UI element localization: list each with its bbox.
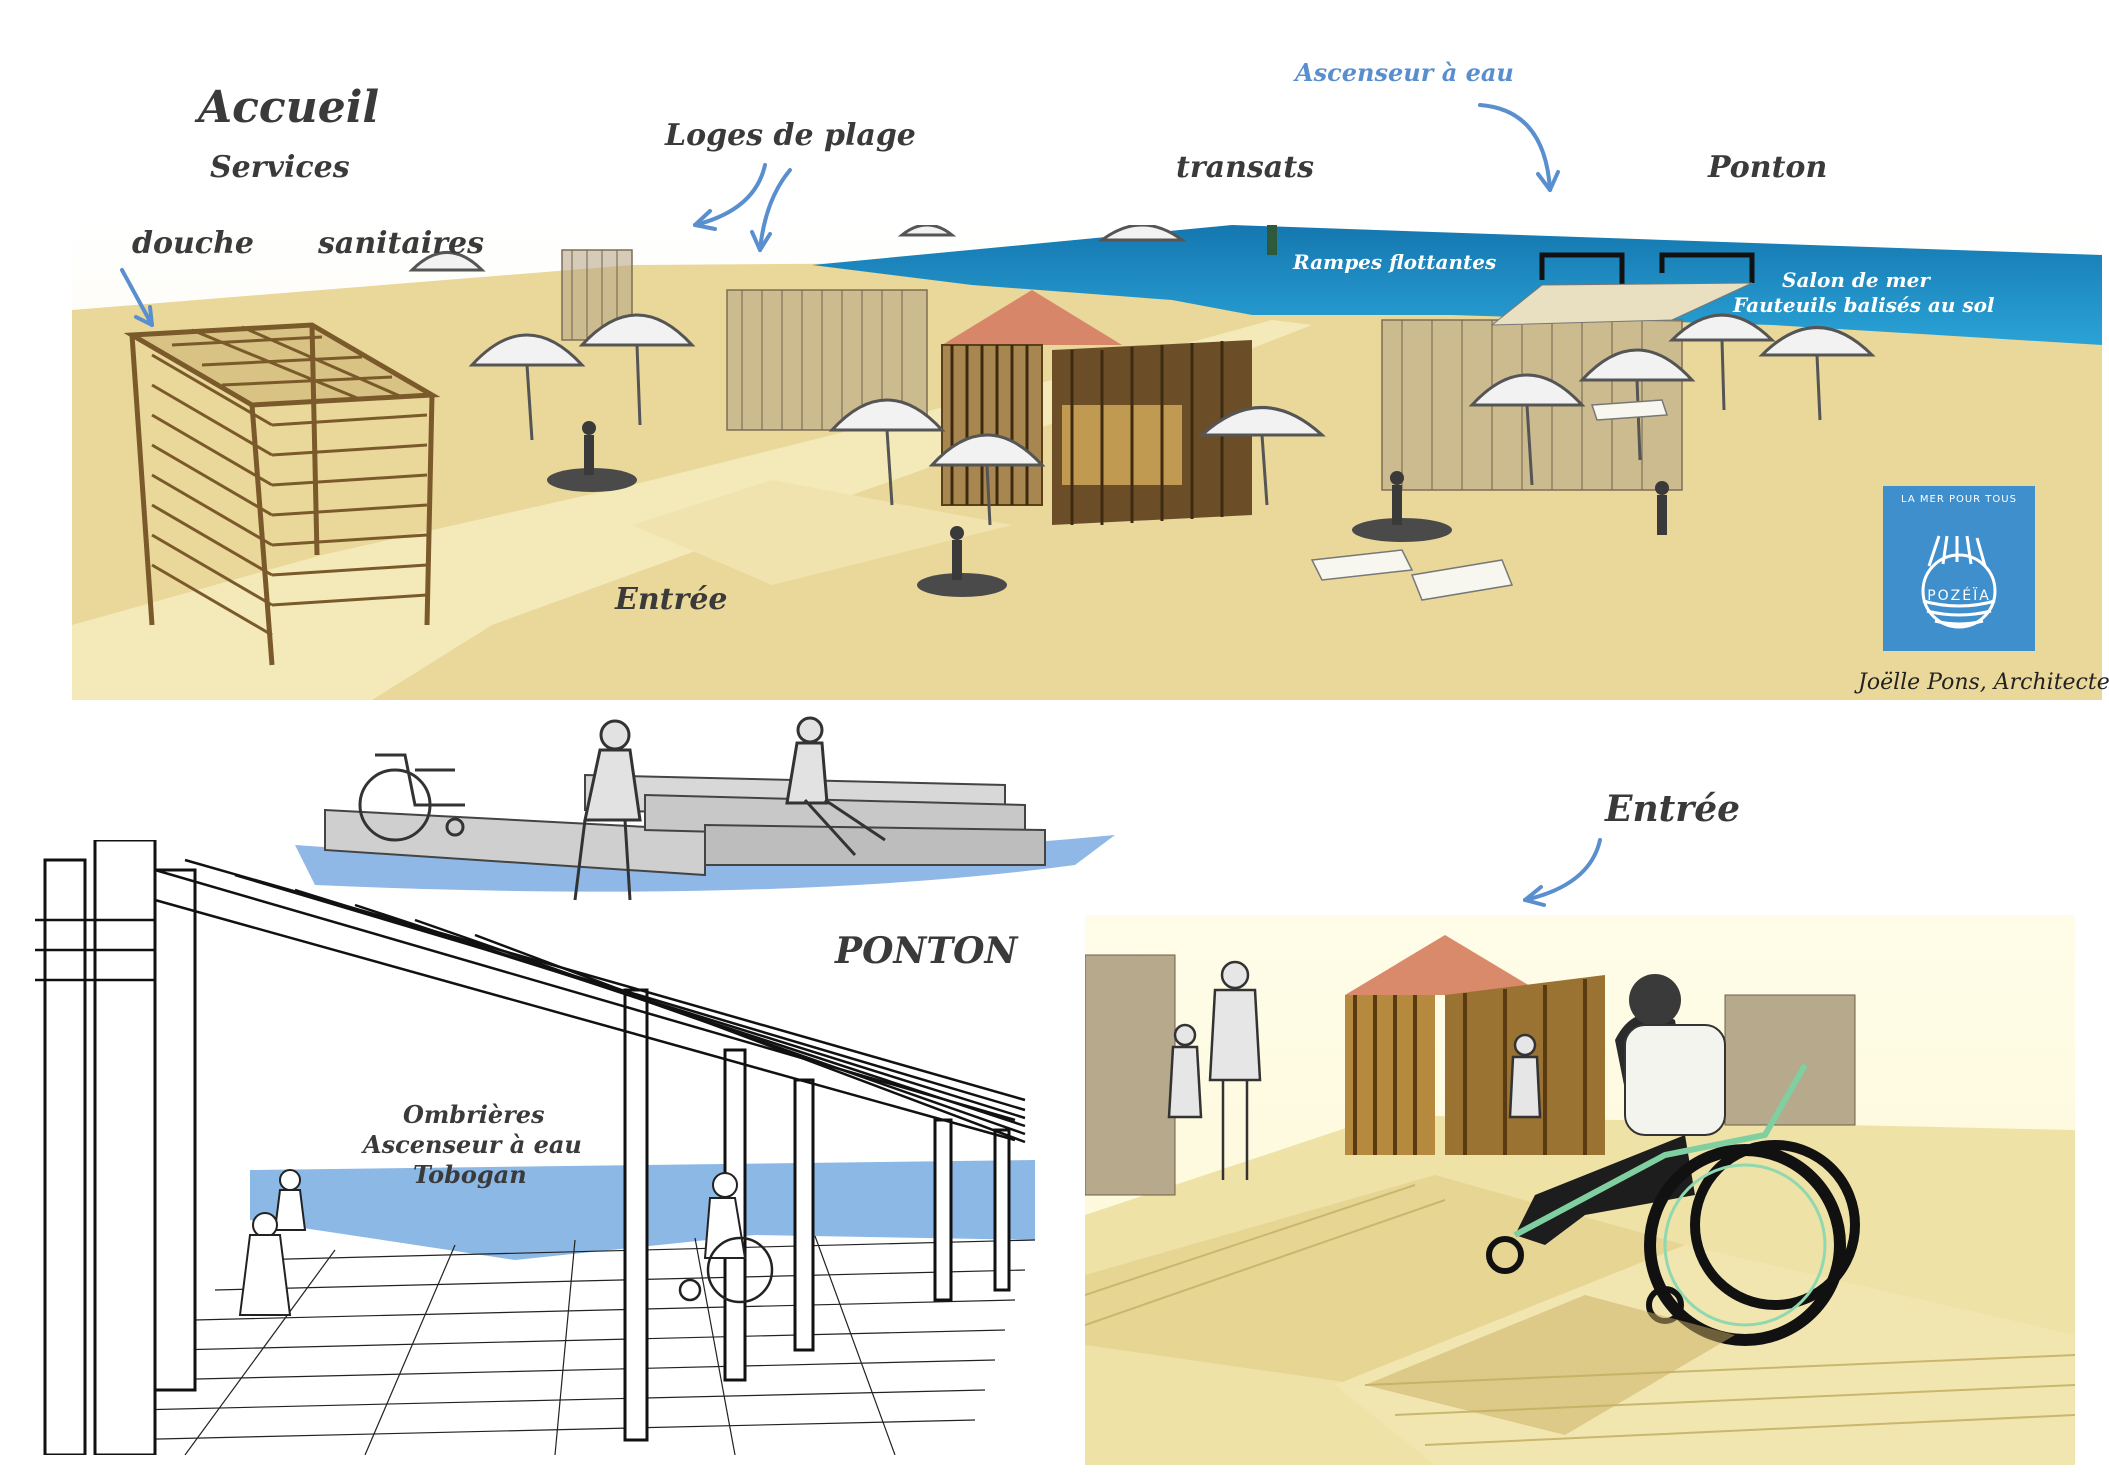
- entrance-render: [1085, 915, 2075, 1465]
- ombriere-sketch: [35, 840, 1036, 1455]
- wheelchair-user-icon: [1486, 974, 1860, 1346]
- label-rampes: Rampes flottantes: [1293, 250, 1497, 274]
- wheelchair-icon: [358, 753, 465, 842]
- label-douche: douche: [132, 226, 254, 261]
- label-credit: Joëlle Pons, Architecte: [1858, 670, 2109, 695]
- label-sanitaires: sanitaires: [318, 226, 485, 261]
- sea: [812, 225, 2102, 345]
- label-salon-1: Salon de mer: [1782, 268, 1930, 292]
- entrance-hut: [941, 290, 1252, 525]
- beach-people: [547, 225, 1669, 597]
- services-pergola: [123, 322, 441, 666]
- label-ponton-bottom: PONTON: [835, 930, 1018, 972]
- beach-panorama: [72, 225, 2102, 700]
- label-ombr-2: Ascenseur à eau: [363, 1130, 582, 1159]
- pergola-people: [238, 1169, 747, 1316]
- sitting-people: [573, 716, 886, 901]
- pergola-wheelchair-icon: [678, 1236, 774, 1304]
- label-entree-main: Entrée: [615, 582, 728, 617]
- label-transats: transats: [1176, 150, 1314, 185]
- label-ascenseur-top: Ascenseur à eau: [1295, 58, 1514, 87]
- logo-mark-icon: [1921, 535, 1997, 629]
- sea-ponton: [1490, 252, 1755, 326]
- label-loges: Loges de plage: [665, 118, 916, 153]
- label-ombr-3: Tobogan: [413, 1160, 527, 1189]
- label-accueil: Accueil: [198, 82, 380, 133]
- label-ombr-1: Ombrières: [403, 1100, 545, 1129]
- label-ponton-top: Ponton: [1708, 150, 1828, 185]
- label-entree-bottom: Entrée: [1605, 788, 1741, 830]
- logo-name: POZÉÏA: [1927, 588, 1991, 604]
- label-services: Services: [210, 150, 350, 185]
- standing-people: [1167, 960, 1542, 1180]
- parasols: [408, 225, 1876, 467]
- pozeia-logo: LA MER POUR TOUS POZÉÏA: [1883, 486, 2035, 651]
- logo-tagline: LA MER POUR TOUS: [1901, 494, 2017, 505]
- label-salon-2: Fauteuils balisés au sol: [1733, 293, 1995, 317]
- ponton-bench-sketch: [295, 716, 1115, 901]
